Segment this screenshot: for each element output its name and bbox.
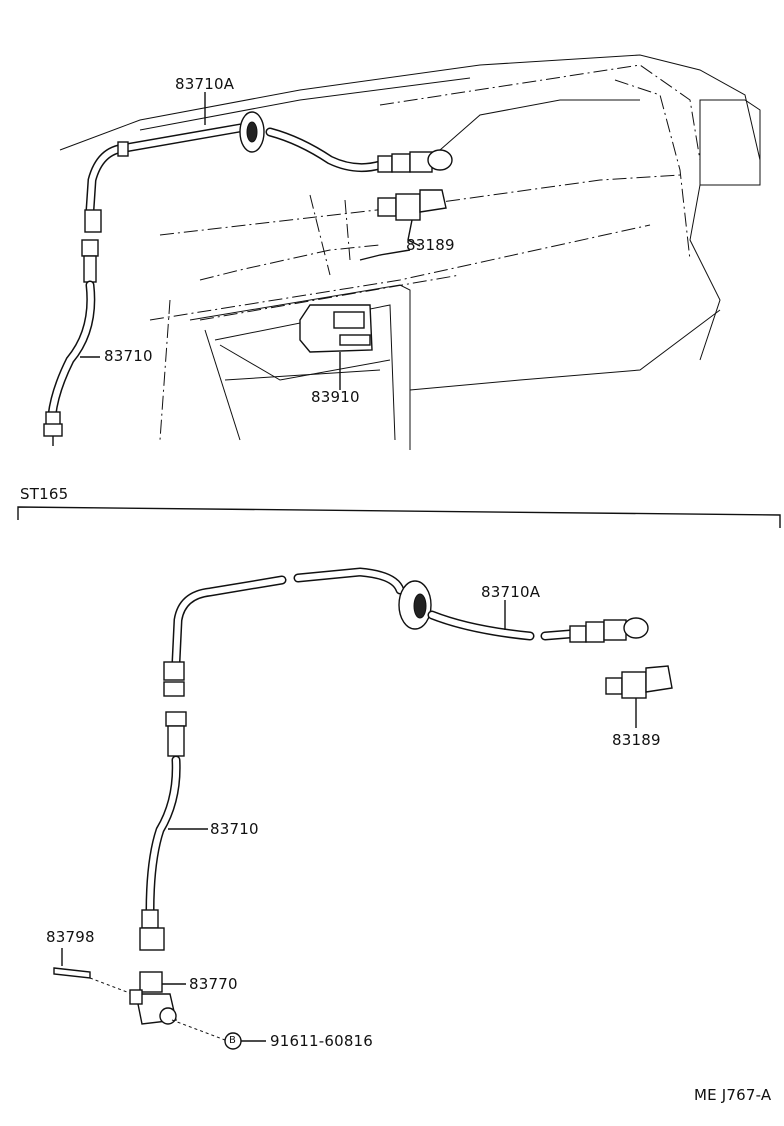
upper-clock-83910 <box>299 249 411 390</box>
label-lower-83798: 83798 <box>46 928 95 946</box>
label-lower-83710: 83710 <box>210 820 259 838</box>
lower-cable-83710a <box>171 567 649 667</box>
upper-sensor-83189 <box>377 189 447 247</box>
dashboard-outline <box>59 54 761 450</box>
lower-adapter-83770 <box>129 971 226 1041</box>
label-lower-91611-60816: 91611-60816 <box>270 1032 374 1050</box>
upper-cable-83710 <box>43 239 100 446</box>
footer-code: ME J767-A <box>694 1086 772 1104</box>
section-bracket <box>17 506 781 528</box>
lower-sensor-83189 <box>605 665 673 728</box>
lower-clip-83798 <box>53 948 136 996</box>
label-upper-83910: 83910 <box>311 388 360 406</box>
label-lower-83770: 83770 <box>189 975 238 993</box>
section-title: ST165 <box>20 485 69 503</box>
label-lower-83710a: 83710A <box>481 583 541 601</box>
upper-cable-83710a <box>84 111 453 233</box>
label-lower-83189: 83189 <box>612 731 661 749</box>
bolt-marker-circle <box>224 1032 266 1050</box>
label-upper-83189: 83189 <box>406 236 455 254</box>
lower-cable-83710 <box>139 661 208 951</box>
label-upper-83710a: 83710A <box>175 75 235 93</box>
label-upper-83710: 83710 <box>104 347 153 365</box>
bolt-marker-letter: B <box>229 1035 237 1046</box>
